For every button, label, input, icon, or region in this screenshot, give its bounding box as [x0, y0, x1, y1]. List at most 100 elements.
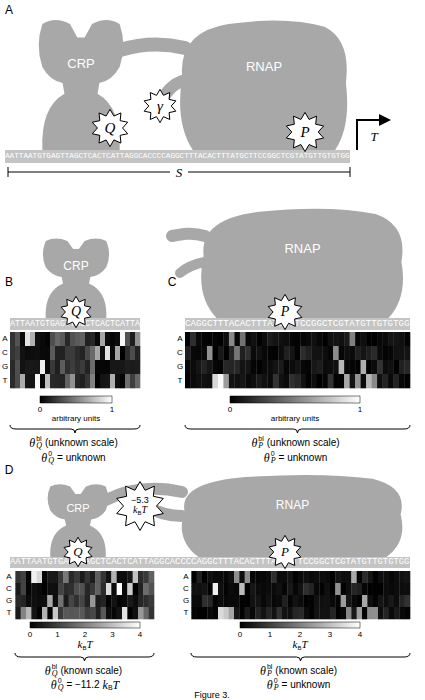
- heatmap-cell: [117, 583, 123, 595]
- colorbar-tick: 4: [138, 631, 142, 639]
- heatmap-cell: [31, 595, 37, 607]
- heatmap-cell: [330, 583, 336, 595]
- heatmap-cell: [314, 595, 320, 607]
- heatmap-cell: [45, 332, 50, 346]
- heatmap-cell: [289, 360, 295, 374]
- heatmap-cell: [130, 346, 135, 360]
- heatmap-cell: [10, 360, 15, 374]
- heatmap-cell: [394, 360, 400, 374]
- heatmap-cell: [207, 583, 213, 595]
- heatmap-cell: [100, 374, 105, 388]
- heatmap-cell: [15, 607, 21, 619]
- heatmap-cell: [309, 607, 315, 619]
- heatmap-cell: [341, 607, 347, 619]
- heatmap-cell: [306, 346, 312, 360]
- heatmap-cell: [240, 332, 246, 346]
- heatmap-cell: [110, 374, 115, 388]
- heatmap-cell: [350, 360, 356, 374]
- heatmap-cell: [295, 360, 301, 374]
- heatmap-cell: [95, 360, 100, 374]
- heatmap-cell: [202, 571, 208, 583]
- heatmap-cell: [58, 571, 64, 583]
- heatmap-cell: [273, 346, 279, 360]
- heatmap-cell: [201, 360, 207, 374]
- math-expression: kBT: [77, 639, 92, 650]
- heatmap-cell: [191, 607, 197, 619]
- heatmap-cell: [251, 332, 257, 346]
- heatmap-cell: [223, 374, 229, 388]
- heatmap-cell: [95, 583, 101, 595]
- heatmap-cell: [133, 583, 139, 595]
- heatmap-cell: [229, 332, 235, 346]
- heatmap-cell: [25, 346, 30, 360]
- heatmap-cell: [255, 595, 261, 607]
- math-symbol: θ: [267, 678, 273, 690]
- star-content: Q: [91, 109, 129, 147]
- heatmap-cell: [95, 595, 101, 607]
- heatmap-cell: [213, 595, 219, 607]
- heatmap-cell: [80, 332, 85, 346]
- heatmap-cell: [80, 374, 85, 388]
- heatmap-cell: [47, 571, 53, 583]
- heatmap-cell: [74, 583, 80, 595]
- heatmap-cell: [117, 595, 123, 607]
- heatmap-cell: [229, 374, 235, 388]
- heatmap-cell: [120, 346, 125, 360]
- heatmap-cell: [106, 607, 112, 619]
- heatmap-cell: [239, 571, 245, 583]
- heatmap-cell: [271, 583, 277, 595]
- heatmap-cell: [250, 571, 256, 583]
- protein-name: RNAP: [175, 59, 353, 74]
- heatmap-cell: [15, 332, 20, 346]
- star-content: Q: [60, 296, 92, 328]
- colorbar-tick: 1: [268, 631, 272, 639]
- energy-value: −5.3: [131, 496, 149, 505]
- heatmap: [191, 571, 410, 619]
- panel-letter: D: [5, 464, 14, 476]
- heatmap-cell: [388, 360, 394, 374]
- heatmap-cell: [295, 374, 301, 388]
- heatmap-cell: [37, 583, 43, 595]
- math-symbol: k: [292, 639, 297, 650]
- heatmap-cell: [207, 595, 213, 607]
- heatmap-cell: [351, 583, 357, 595]
- heatmap-cell: [383, 583, 389, 595]
- star-symbol: P: [281, 304, 290, 320]
- star-content: P: [268, 535, 302, 569]
- heatmap-cell: [55, 374, 60, 388]
- heatmap-cell: [105, 360, 110, 374]
- star-content: P: [267, 294, 303, 330]
- heatmap-cell: [21, 607, 27, 619]
- heatmap-cell: [267, 360, 273, 374]
- heatmap-cell: [373, 571, 379, 583]
- heatmap-cell: [366, 374, 372, 388]
- heatmap-cell: [335, 571, 341, 583]
- heatmap-cell: [251, 360, 257, 374]
- heatmap-cell: [367, 583, 373, 595]
- heatmap-cell: [245, 360, 251, 374]
- math-symbol: T: [86, 639, 92, 650]
- heatmap-cell: [278, 332, 284, 346]
- rnap-arm: [180, 262, 205, 273]
- expression-text: (known scale): [275, 665, 337, 675]
- heatmap-cell: [355, 360, 361, 374]
- superscript: bl: [52, 663, 57, 670]
- curly-brace: [185, 425, 410, 433]
- heatmap-cell: [366, 360, 372, 374]
- heatmap-cell: [122, 583, 128, 595]
- heatmap-cell: [45, 346, 50, 360]
- heatmap-cell: [122, 595, 128, 607]
- heatmap-cell: [372, 374, 378, 388]
- math-expression: θ0Q= unknown: [41, 450, 108, 465]
- heatmap-cell: [223, 595, 229, 607]
- heatmap-cell: [234, 346, 240, 360]
- heatmap-cell: [303, 607, 309, 619]
- star-symbol: P: [300, 124, 309, 141]
- heatmap-cell: [303, 571, 309, 583]
- protein-name: CRP: [40, 259, 112, 273]
- heatmap-cell: [31, 583, 37, 595]
- heatmap-cell: [60, 360, 65, 374]
- heatmap-cell: [287, 583, 293, 595]
- star-shape: [92, 109, 127, 146]
